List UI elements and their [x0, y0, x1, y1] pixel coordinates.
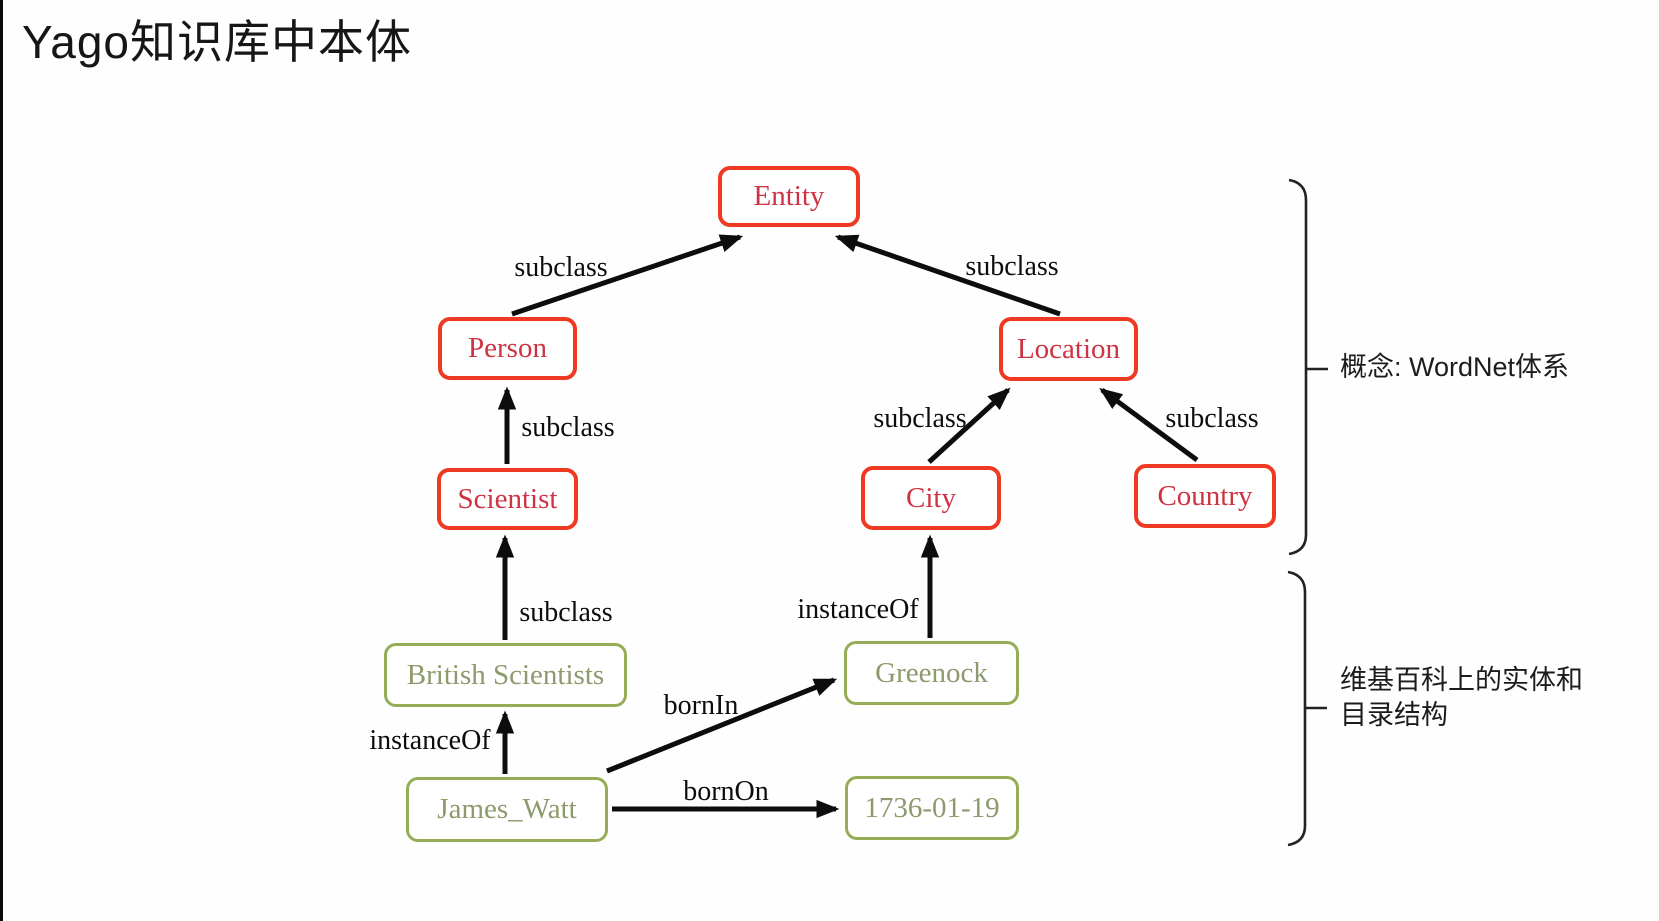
edge-label-james-british: instanceOf [369, 725, 491, 756]
arrow-james-to-greenock [606, 677, 838, 774]
node-city-label: City [906, 481, 956, 514]
node-country-label: Country [1157, 479, 1253, 512]
node-british-scientists-label: British Scientists [406, 658, 605, 691]
edge-label-born-in: bornIn [663, 690, 739, 721]
node-entity: Entity [718, 166, 860, 227]
edge-label-born-on: bornOn [683, 776, 769, 807]
node-james-watt: James_Watt [406, 777, 608, 842]
node-james-watt-label: James_Watt [437, 793, 577, 825]
arrow-person-to-entity [511, 234, 744, 317]
node-birth-date: 1736-01-19 [845, 776, 1019, 840]
arrow-location-to-entity [834, 234, 1061, 317]
page-title: Yago知识库中本体 [22, 16, 413, 68]
annotation-wordnet-text: 概念: WordNet体系 [1340, 352, 1570, 382]
bracket-instances [1287, 570, 1307, 847]
edge-label-scientist-person: subclass [521, 412, 615, 443]
annotation-wiki: 维基百科上的实体和 目录结构 [1340, 663, 1583, 733]
edge-label-greenock-city: instanceOf [797, 594, 919, 625]
node-city: City [861, 466, 1001, 530]
node-entity-label: Entity [753, 180, 825, 212]
edge-label-british-scientist: subclass [519, 597, 613, 628]
node-location: Location [999, 317, 1138, 381]
node-person-label: Person [468, 332, 547, 364]
left-edge-line [0, 0, 3, 921]
arrow-country-to-location [1099, 387, 1199, 463]
annotation-wiki-line1: 维基百科上的实体和 [1340, 665, 1583, 695]
bracket-concepts [1288, 178, 1308, 556]
annotation-wordnet: 概念: WordNet体系 [1340, 350, 1569, 385]
node-location-label: Location [1016, 332, 1121, 365]
annotation-wiki-line2: 目录结构 [1340, 700, 1448, 730]
node-scientist-label: Scientist [457, 482, 558, 515]
node-greenock-label: Greenock [875, 656, 988, 689]
node-country: Country [1134, 464, 1276, 528]
node-british-scientists: British Scientists [384, 643, 627, 707]
edge-label-country-location: subclass [1165, 403, 1259, 434]
node-person: Person [438, 317, 577, 380]
edge-label-location-entity: subclass [965, 251, 1059, 282]
arrow-city-to-location [927, 387, 1011, 464]
node-greenock: Greenock [844, 641, 1019, 705]
node-scientist: Scientist [437, 468, 578, 530]
edge-label-city-location: subclass [873, 403, 967, 434]
node-birth-date-label: 1736-01-19 [864, 791, 1000, 824]
edge-label-person-entity: subclass [514, 252, 608, 283]
